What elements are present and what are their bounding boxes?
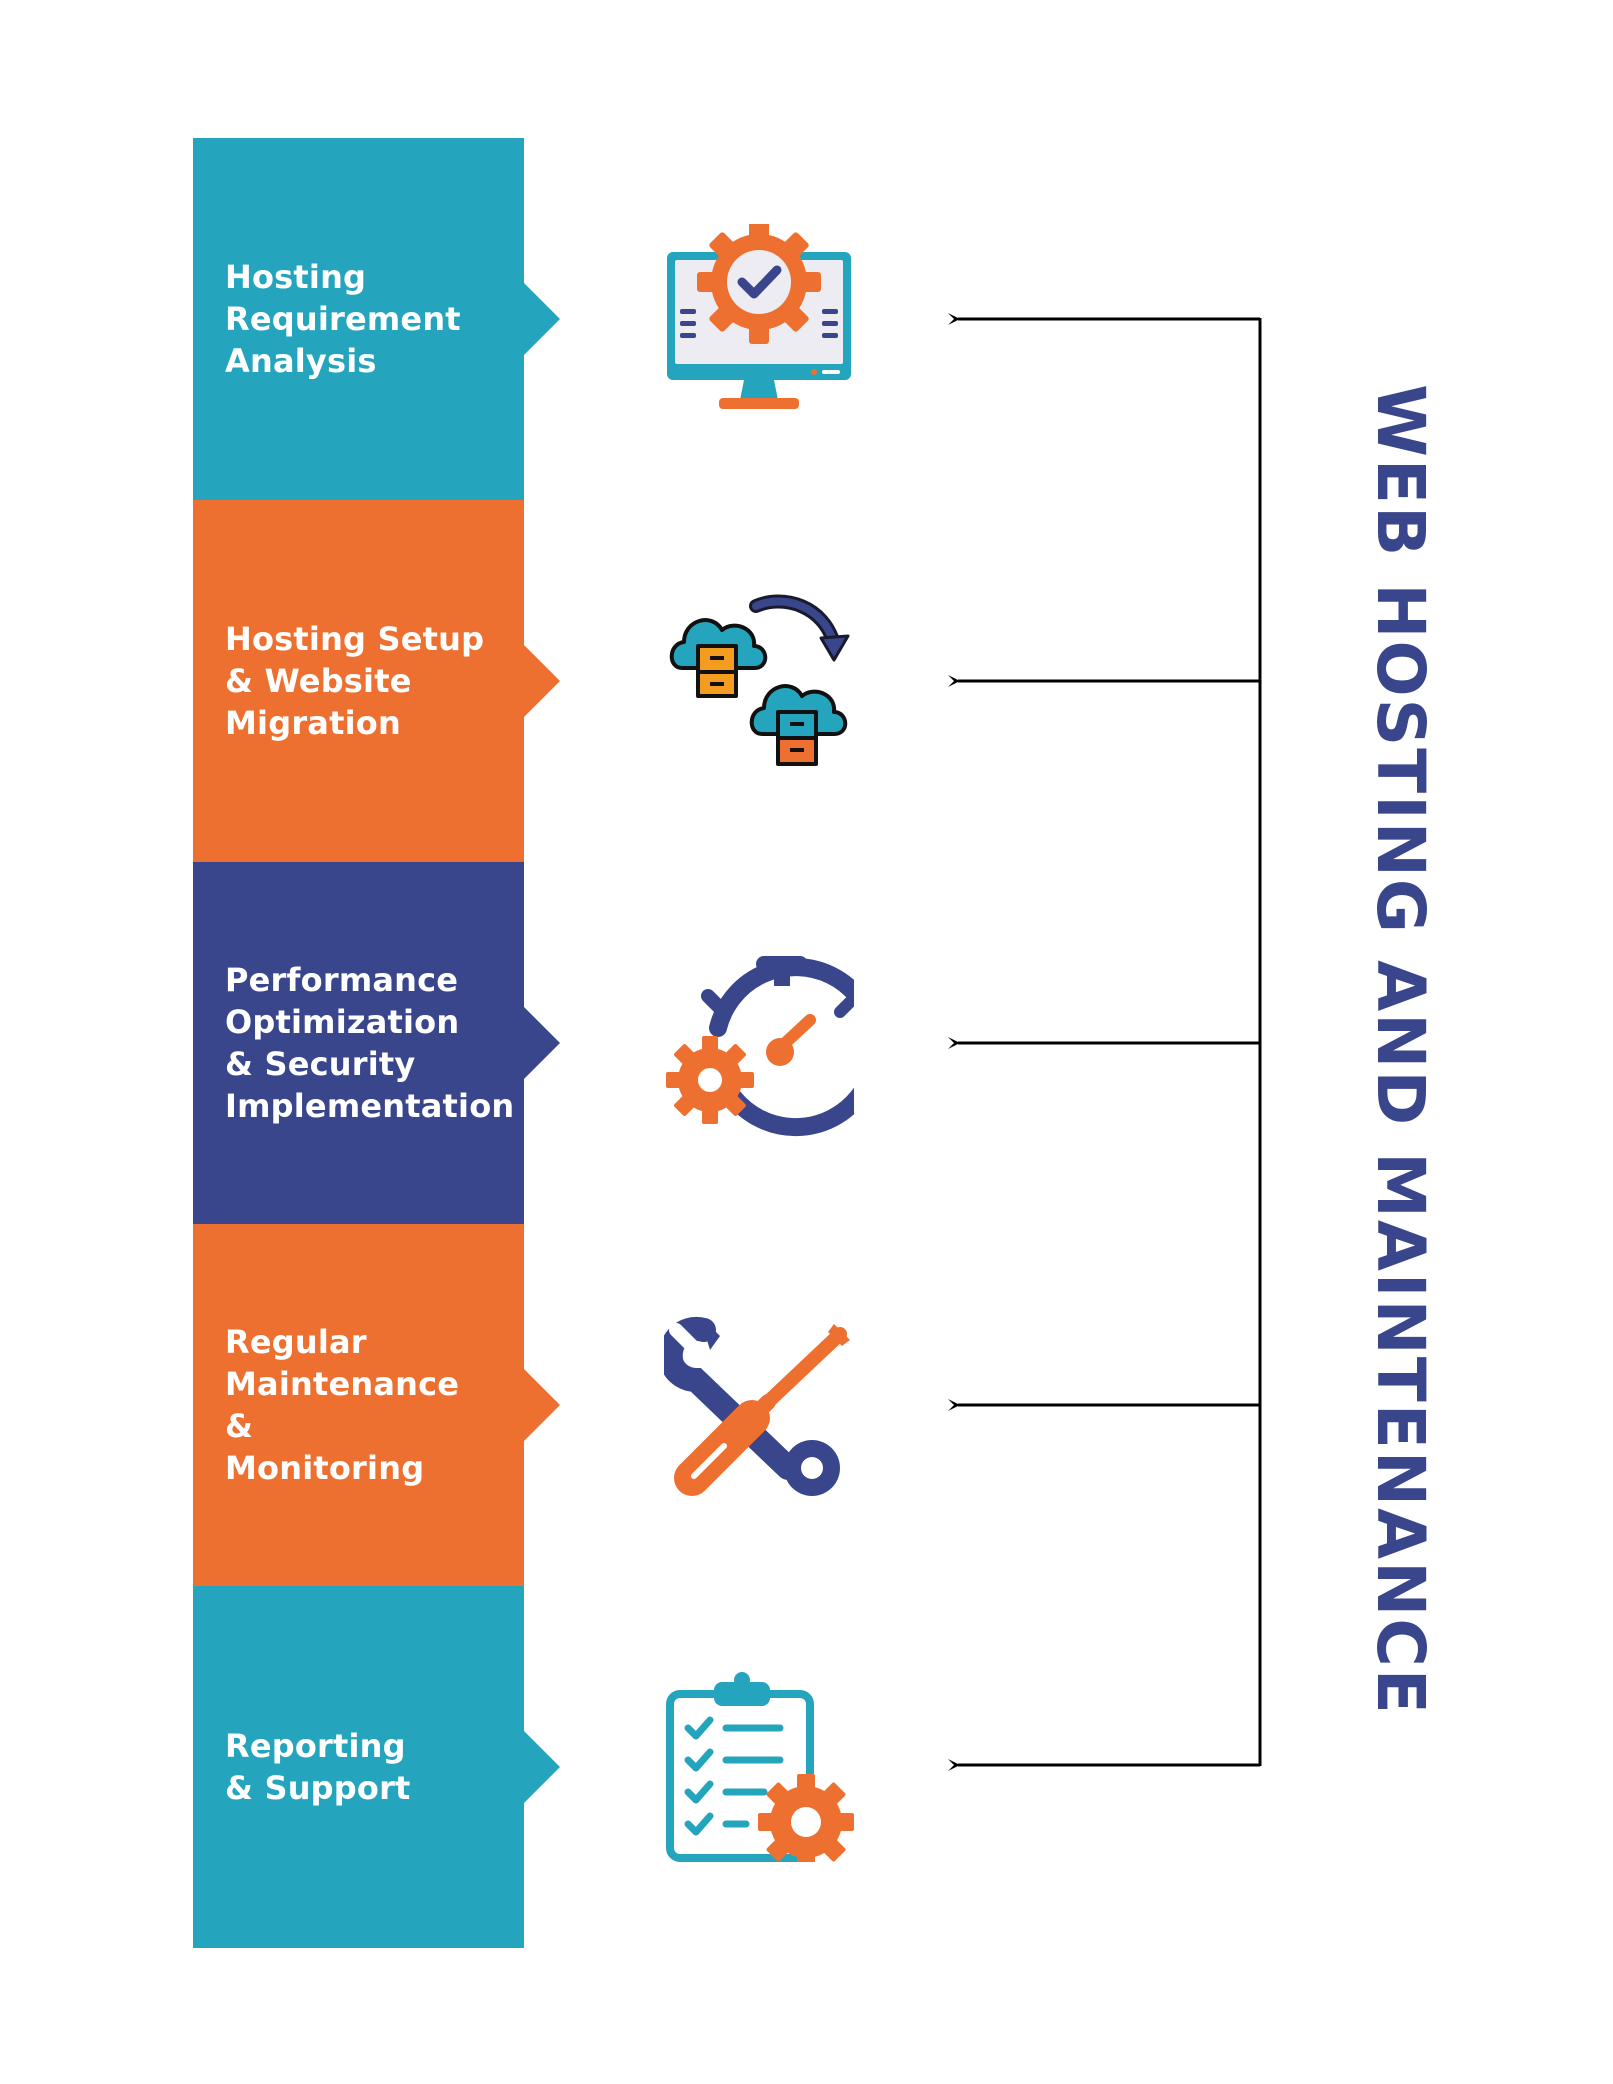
step-hosting-requirement-analysis: Hosting Requirement Analysis (193, 138, 560, 500)
step-block (193, 1224, 524, 1586)
step-label: Hosting Setup & Website Migration (225, 620, 485, 742)
step-reporting-support: Reporting & Support (193, 1586, 560, 1948)
cloud-server-migration-icon (664, 586, 854, 776)
step-label: Regular Maintenance & Monitoring (225, 1323, 460, 1487)
diagram-title-text: WEB HOSTING AND MAINTENANCE (1362, 384, 1439, 1716)
step-pointer (522, 281, 560, 357)
step-block (193, 500, 524, 862)
checklist-gear-icon (664, 1672, 854, 1862)
step-maintenance-monitoring: Regular Maintenance & Monitoring (193, 1224, 560, 1586)
step-block (193, 1586, 524, 1948)
monitor-gear-check-icon (664, 224, 854, 414)
step-block (193, 862, 524, 1224)
step-pointer (522, 1005, 560, 1081)
step-label: Reporting & Support (225, 1727, 411, 1807)
step-label: Performance Optimization & Security Impl… (225, 961, 515, 1125)
diagram-title: WEB HOSTING AND MAINTENANCE (1360, 340, 1440, 1760)
step-hosting-setup-migration: Hosting Setup & Website Migration (193, 500, 560, 862)
step-performance-security: Performance Optimization & Security Impl… (193, 862, 560, 1224)
stopwatch-gear-icon (664, 948, 854, 1138)
step-block (193, 138, 524, 500)
step-label: Hosting Requirement Analysis (225, 258, 461, 380)
wrench-screwdriver-icon (664, 1310, 854, 1500)
step-pointer (522, 643, 560, 719)
step-pointer (522, 1367, 560, 1443)
step-pointer (522, 1729, 560, 1805)
